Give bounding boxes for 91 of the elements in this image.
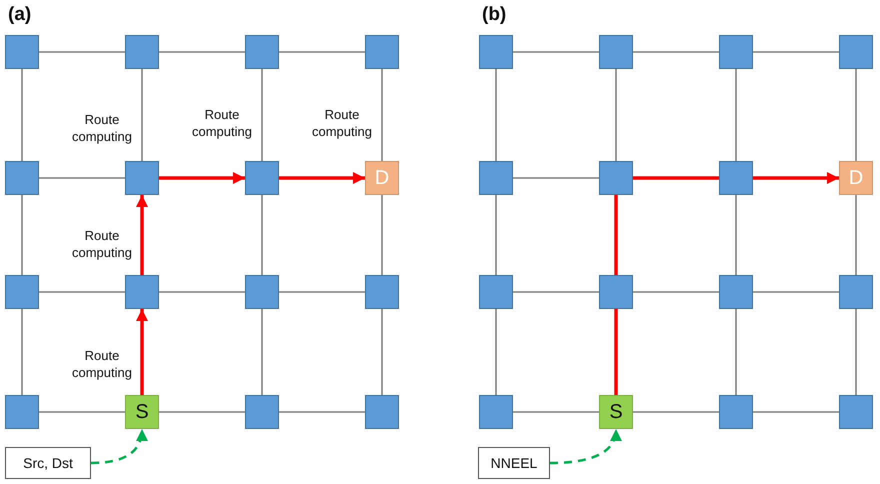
- step-note: Route computing: [311, 106, 373, 140]
- node-square: [245, 161, 279, 195]
- link-line: [279, 51, 365, 53]
- link-line: [614, 309, 618, 395]
- link-line: [753, 51, 839, 53]
- link-line: [513, 291, 599, 293]
- link-line: [39, 411, 125, 413]
- node-square: [5, 35, 39, 69]
- link-line: [513, 51, 599, 53]
- node-square: [125, 161, 159, 195]
- arrow: [90, 428, 148, 464]
- link-line: [513, 177, 599, 179]
- step-note: Route computing: [191, 106, 253, 140]
- panel-label: (b): [482, 4, 506, 26]
- node-square: [479, 275, 513, 309]
- destination-node: D: [365, 161, 399, 195]
- node-square: [245, 395, 279, 429]
- node-square: [479, 395, 513, 429]
- link-line: [21, 195, 23, 275]
- step-note: Route computing: [71, 347, 133, 381]
- link-line: [633, 291, 719, 293]
- link-line: [735, 195, 737, 275]
- link-line: [381, 195, 383, 275]
- arrow: [279, 172, 365, 184]
- arrow: [159, 172, 245, 184]
- link-line: [21, 309, 23, 395]
- arrow: [753, 172, 839, 184]
- node-square: [5, 275, 39, 309]
- link-line: [39, 51, 125, 53]
- link-line: [855, 69, 857, 161]
- link-line: [495, 69, 497, 161]
- link-line: [735, 69, 737, 161]
- node-square: [479, 35, 513, 69]
- destination-node: D: [839, 161, 873, 195]
- link-line: [633, 51, 719, 53]
- arrow: [136, 309, 148, 395]
- link-line: [513, 411, 599, 413]
- node-square: [719, 395, 753, 429]
- node-square: [839, 275, 873, 309]
- link-line: [39, 291, 125, 293]
- link-line: [614, 195, 618, 275]
- node-square: [599, 275, 633, 309]
- link-line: [735, 309, 737, 395]
- source-node: S: [599, 395, 633, 429]
- link-line: [615, 69, 617, 161]
- node-square: [719, 161, 753, 195]
- link-line: [141, 69, 143, 161]
- link-line: [855, 309, 857, 395]
- node-square: [365, 275, 399, 309]
- link-line: [159, 291, 245, 293]
- link-line: [753, 411, 839, 413]
- step-note: Route computing: [71, 111, 133, 145]
- panel-label: (a): [8, 4, 32, 26]
- node-square: [125, 275, 159, 309]
- link-line: [261, 309, 263, 395]
- node-square: [365, 395, 399, 429]
- text-box: Src, Dst: [5, 447, 91, 479]
- link-line: [159, 51, 245, 53]
- link-line: [381, 309, 383, 395]
- link-line: [495, 309, 497, 395]
- step-note: Route computing: [71, 227, 133, 261]
- node-square: [719, 35, 753, 69]
- link-line: [39, 177, 125, 179]
- link-line: [633, 176, 719, 180]
- arrow: [550, 428, 621, 464]
- node-square: [599, 161, 633, 195]
- node-square: [599, 35, 633, 69]
- node-square: [5, 395, 39, 429]
- node-square: [245, 275, 279, 309]
- link-line: [279, 411, 365, 413]
- source-node: S: [125, 395, 159, 429]
- link-line: [159, 411, 245, 413]
- node-square: [719, 275, 753, 309]
- node-square: [479, 161, 513, 195]
- link-line: [381, 69, 383, 161]
- arrow: [136, 195, 148, 275]
- node-square: [245, 35, 279, 69]
- text-box: NNEEL: [478, 447, 550, 479]
- node-square: [365, 35, 399, 69]
- link-line: [855, 195, 857, 275]
- link-line: [261, 195, 263, 275]
- link-line: [279, 291, 365, 293]
- link-line: [495, 195, 497, 275]
- link-line: [753, 291, 839, 293]
- link-line: [633, 411, 719, 413]
- link-line: [261, 69, 263, 161]
- node-square: [839, 395, 873, 429]
- node-square: [839, 35, 873, 69]
- node-square: [5, 161, 39, 195]
- link-line: [21, 69, 23, 161]
- node-square: [125, 35, 159, 69]
